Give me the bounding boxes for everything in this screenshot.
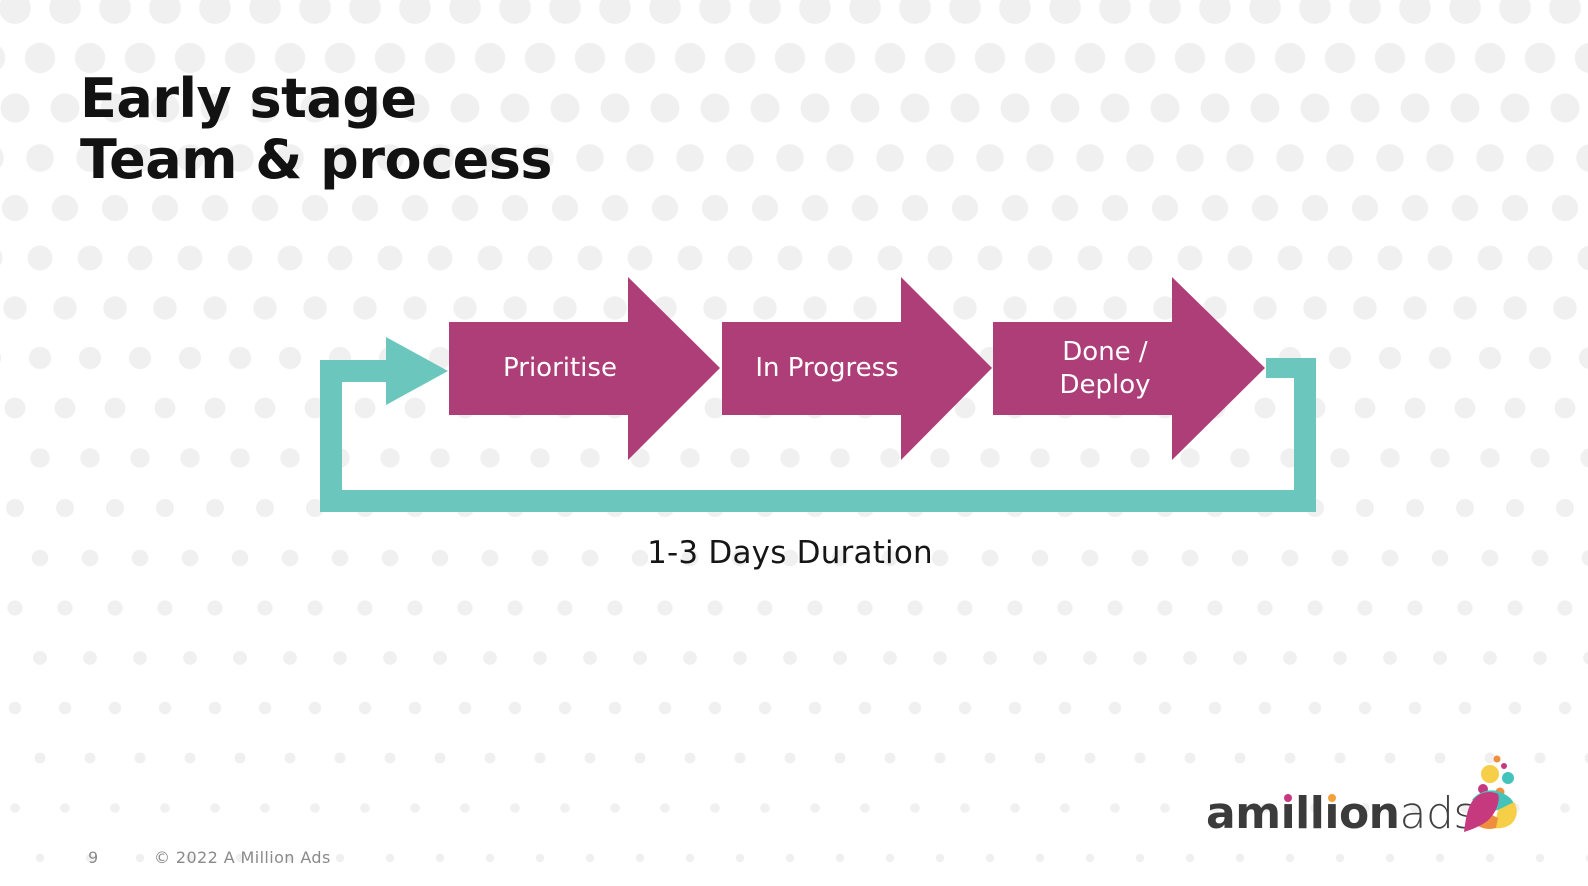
copyright-text: © 2022 A Million Ads (154, 848, 331, 867)
i-dot (1327, 794, 1336, 802)
step-label-prioritise: Prioritise (503, 353, 617, 384)
brand-wordmark-light: ads (1399, 788, 1477, 839)
step-label-done-deploy: Done / Deploy (1059, 337, 1151, 400)
brand-logo-mark-icon (1464, 755, 1517, 832)
step-label-in-progress: In Progress (755, 353, 899, 384)
i-dot (1283, 794, 1292, 802)
duration-caption: 1-3 Days Duration (647, 535, 933, 571)
page-number: 9 (88, 848, 99, 867)
page-title: Early stage Team & process (80, 67, 553, 192)
